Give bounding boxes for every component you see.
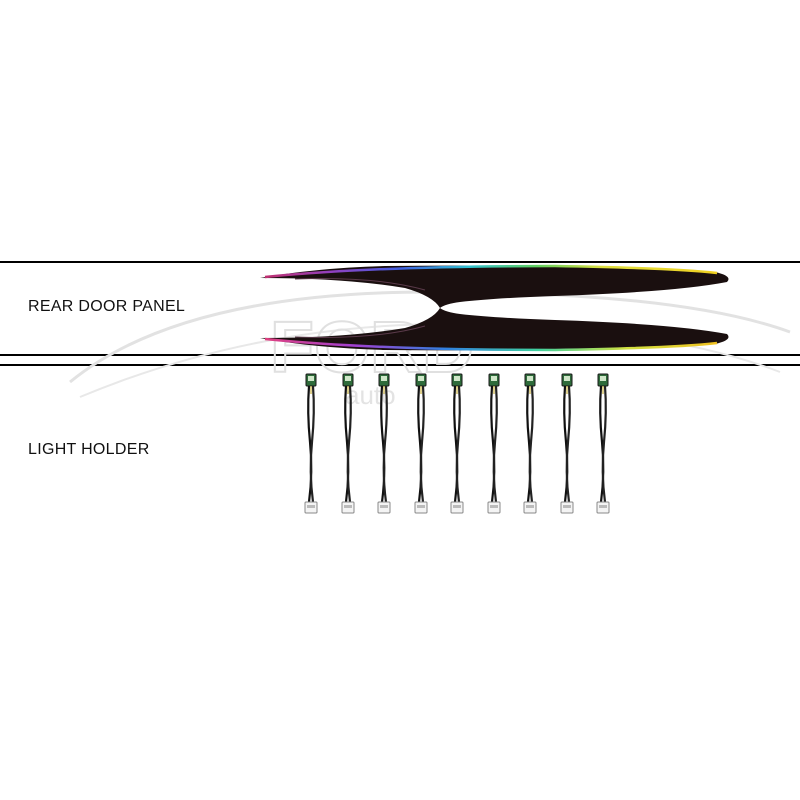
light-holder-cable	[596, 373, 610, 514]
light-holder-cable	[560, 373, 573, 514]
light-holder-cable	[487, 373, 500, 514]
top-divider-line	[0, 261, 800, 263]
light-holder-group	[296, 372, 626, 532]
rear-door-panel-label: REAR DOOR PANEL	[28, 298, 186, 315]
middle-divider-line	[0, 354, 800, 356]
rear-door-panel-image	[260, 264, 729, 352]
light-holder-cable	[523, 373, 537, 514]
light-holder-cable	[377, 373, 391, 514]
upper-panel-strip	[260, 264, 729, 308]
light-holder-cable	[304, 373, 318, 514]
light-holder-cable	[450, 373, 464, 514]
light-holder-cable	[341, 373, 354, 514]
light-holder-cable	[414, 373, 427, 514]
lower-panel-strip	[260, 308, 729, 352]
light-holder-label: LIGHT HOLDER	[28, 441, 150, 458]
bottom-divider-line	[0, 364, 800, 366]
